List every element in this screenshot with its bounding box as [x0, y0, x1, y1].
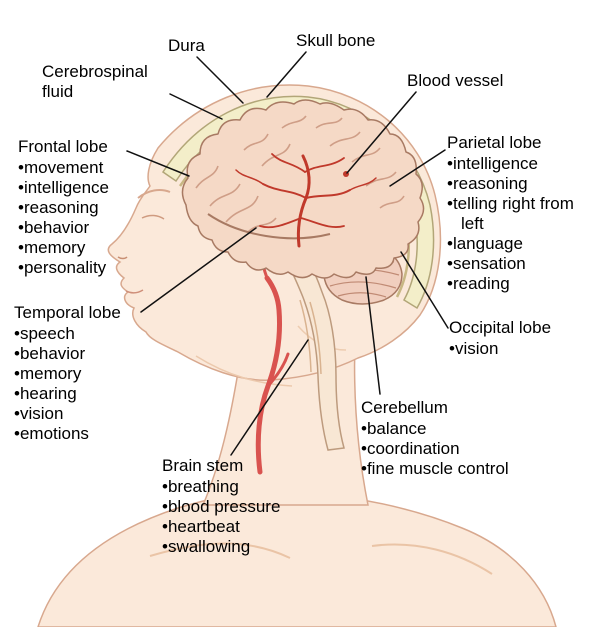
label-bullet-item: memory [18, 238, 109, 258]
label-bullet-item: vision [14, 404, 121, 424]
leader-brain-stem [230, 339, 309, 456]
label-blood-vessel: Blood vessel [407, 71, 503, 91]
label-items: speechbehaviormemoryhearingvisionemotion… [14, 324, 121, 444]
label-bullet-item: behavior [18, 218, 109, 238]
label-title: Occipital lobe [449, 318, 552, 337]
brain-blood-vessels [235, 153, 377, 248]
label-bullet-item: personality [18, 258, 109, 278]
mouth-line [125, 289, 144, 294]
leader-lines [126, 51, 449, 456]
label-cerebellum: Cerebellum balancecoordinationfine muscl… [361, 398, 546, 479]
label-bullet-item: emotions [14, 424, 121, 444]
label-cerebrospinal-fluid: Cerebrospinal fluid [42, 62, 164, 102]
label-bullet-item: movement [18, 158, 109, 178]
label-bullet-item: behavior [14, 344, 121, 364]
leader-dura [196, 56, 244, 104]
label-title: Dura [168, 36, 205, 55]
label-bullet-item: fine muscle control [361, 459, 546, 479]
label-occipital-lobe: Occipital lobe vision [449, 318, 551, 359]
label-bullet-item: intelligence [18, 178, 109, 198]
label-items: breathingblood pressureheartbeatswallowi… [162, 477, 322, 557]
label-bullet-item: balance [361, 419, 546, 439]
brain-shape [181, 99, 425, 279]
label-title: Temporal lobe [14, 303, 121, 322]
nostril [117, 256, 128, 260]
jaw-shading [195, 355, 293, 387]
eyebrow [137, 189, 171, 199]
label-items: movementintelligencereasoningbehaviormem… [18, 158, 109, 278]
label-bullet-item: reasoning [18, 198, 109, 218]
label-bullet-item: speech [14, 324, 121, 344]
label-bullet-item: coordination [361, 439, 546, 459]
eye [141, 214, 165, 220]
label-parietal-lobe: Parietal lobe intelligencereasoningtelli… [447, 133, 585, 294]
label-title: Skull bone [296, 31, 376, 50]
label-bullet-item: heartbeat [162, 517, 322, 537]
leader-skull-bone [266, 51, 307, 98]
leader-cerebellum [365, 276, 381, 395]
sylvian-fissure [207, 213, 331, 240]
label-title: Brain stem [162, 456, 244, 475]
label-bullet-item: hearing [14, 384, 121, 404]
label-title: Cerebellum [361, 398, 448, 417]
label-bullet-item: breathing [162, 477, 322, 497]
label-bullet-item: vision [449, 339, 551, 359]
label-bullet-item: memory [14, 364, 121, 384]
leader-occipital-lobe [400, 251, 449, 329]
label-temporal-lobe: Temporal lobe speechbehaviormemoryhearin… [14, 303, 121, 444]
label-brain-stem: Brain stem breathingblood pressureheartb… [162, 456, 322, 557]
label-bullet-item: sensation [447, 254, 585, 274]
leader-blood-vessel [346, 91, 417, 174]
gyri-creases [195, 115, 405, 233]
label-items: balancecoordinationfine muscle control [361, 419, 546, 479]
leader-cerebrospinal-fluid [169, 93, 223, 120]
label-dura: Dura [168, 36, 205, 56]
label-title: Cerebrospinal fluid [42, 62, 148, 101]
label-bullet-item: swallowing [162, 537, 322, 557]
label-title: Frontal lobe [18, 137, 108, 156]
label-bullet-item: blood pressure [162, 497, 322, 517]
label-bullet-item: telling right from left [447, 194, 585, 234]
label-title: Blood vessel [407, 71, 504, 90]
brain-stem-shape [280, 247, 345, 451]
label-frontal-lobe: Frontal lobe movementintelligencereasoni… [18, 137, 109, 278]
leader-frontal-lobe [126, 150, 190, 177]
label-bullet-item: reading [447, 274, 585, 294]
label-bullet-item: language [447, 234, 585, 254]
label-bullet-item: reasoning [447, 174, 585, 194]
label-items: vision [449, 339, 551, 359]
leader-temporal-lobe [140, 227, 257, 313]
label-title: Parietal lobe [447, 133, 542, 152]
leader-parietal-lobe [389, 149, 446, 187]
label-bullet-item: intelligence [447, 154, 585, 174]
label-items: intelligencereasoningtelling right from … [447, 154, 585, 294]
label-skull-bone: Skull bone [296, 31, 375, 51]
